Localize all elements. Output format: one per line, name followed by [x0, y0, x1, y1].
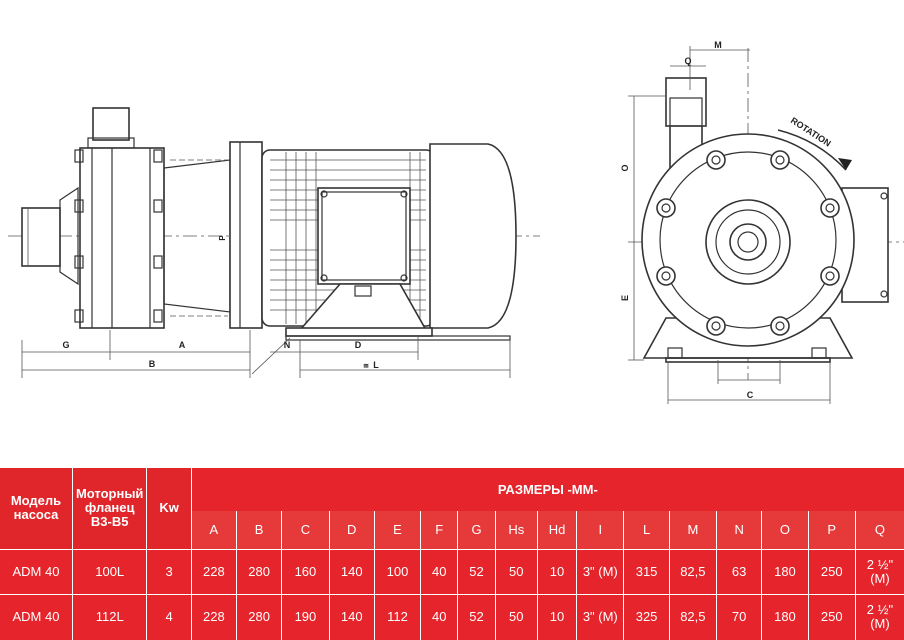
cell-value: 52	[457, 548, 496, 594]
cell-value: 250	[807, 593, 856, 640]
cell-value: 140	[328, 548, 375, 594]
pump-front-view: ROTATION M Q O E C	[620, 40, 904, 404]
cell-value: 280	[235, 548, 282, 594]
dim-header: L	[623, 511, 670, 549]
dim-label-p: P	[218, 235, 227, 241]
dim-label-d: D	[355, 340, 362, 350]
header-dimensions: РАЗМЕРЫ -ММ-	[191, 468, 904, 511]
dim-header: D	[328, 511, 375, 549]
cell-value: 3" (M)	[576, 593, 624, 640]
dim-label-a: A	[179, 340, 186, 350]
dim-header: G	[457, 511, 496, 549]
rotation-label: ROTATION	[789, 115, 833, 148]
dim-header: F	[420, 511, 458, 549]
cell-model: ADM 40	[0, 593, 73, 640]
dim-label-c: C	[747, 390, 754, 400]
cell-value: 228	[190, 593, 237, 640]
cell-value: 52	[457, 593, 496, 640]
cell-value: 190	[281, 593, 330, 640]
dim-label-o: O	[620, 164, 630, 171]
cell-value: 40	[420, 593, 458, 640]
dim-header: N	[716, 511, 762, 549]
dim-header: M	[668, 511, 717, 549]
table-row: ADM 40 112L 4 228 280 190 140 112 40 52 …	[0, 593, 904, 640]
cell-value: 10	[536, 593, 577, 640]
dim-header: Hd	[536, 511, 577, 549]
cell-value: 3" (M)	[576, 548, 624, 594]
header-flange: Моторный фланец В3-В5	[72, 468, 148, 550]
cell-value: 250	[807, 548, 856, 594]
cell-value: 160	[281, 548, 330, 594]
cell-value: 10	[536, 548, 577, 594]
cell-value: 315	[623, 548, 670, 594]
dim-header: P	[807, 511, 856, 549]
dimension-header-row: A B C D E F G Hs Hd I L M N O P Q	[0, 511, 904, 549]
dim-mark-approx: ≅	[363, 363, 369, 370]
header-model: Модель насоса	[0, 468, 73, 550]
cell-value: 180	[761, 548, 809, 594]
cell-value: 82,5	[668, 548, 717, 594]
cell-flange: 112L	[71, 593, 147, 640]
dim-label-g: G	[62, 340, 69, 350]
cell-value: 50	[494, 548, 538, 594]
cell-value: 325	[623, 593, 670, 640]
dim-header: I	[576, 511, 624, 549]
cell-value: 2 ½" (M)	[854, 593, 904, 640]
header-kw: Kw	[146, 468, 192, 550]
dimensions-table: Модель насоса Моторный фланец В3-В5 Kw Р…	[0, 468, 904, 640]
dim-header: Hs	[494, 511, 538, 549]
dim-header: Q	[854, 511, 904, 549]
cell-flange: 100L	[71, 548, 147, 594]
cell-value: 70	[716, 593, 762, 640]
dim-header: E	[373, 511, 421, 549]
cell-value: 63	[716, 548, 762, 594]
dim-header: C	[281, 511, 330, 549]
cell-value: 40	[420, 548, 458, 594]
dim-label-b: B	[149, 359, 156, 369]
cell-value: 280	[235, 593, 282, 640]
cell-value: 50	[494, 593, 538, 640]
pump-side-view: G A B N D ≅ L P	[8, 107, 540, 378]
dim-label-e: E	[620, 295, 630, 301]
dim-header: O	[761, 511, 809, 549]
cell-value: 140	[328, 593, 375, 640]
cell-value: 2 ½" (M)	[854, 548, 904, 594]
dim-header: A	[190, 511, 237, 549]
dim-label-q: Q	[684, 56, 691, 66]
cell-value: 112	[373, 593, 421, 640]
cell-kw: 4	[146, 593, 192, 640]
cell-kw: 3	[146, 548, 192, 594]
cell-value: 82,5	[668, 593, 717, 640]
dim-label-m: M	[714, 40, 722, 50]
dim-label-n: N	[284, 340, 291, 350]
dim-header: B	[235, 511, 282, 549]
dim-label-l: L	[373, 360, 379, 370]
cell-value: 228	[190, 548, 237, 594]
cell-value: 100	[373, 548, 421, 594]
cell-model: ADM 40	[0, 548, 73, 594]
table-row: ADM 40 100L 3 228 280 160 140 100 40 52 …	[0, 548, 904, 594]
cell-value: 180	[761, 593, 809, 640]
technical-drawing: G A B N D ≅ L P	[8, 40, 904, 404]
